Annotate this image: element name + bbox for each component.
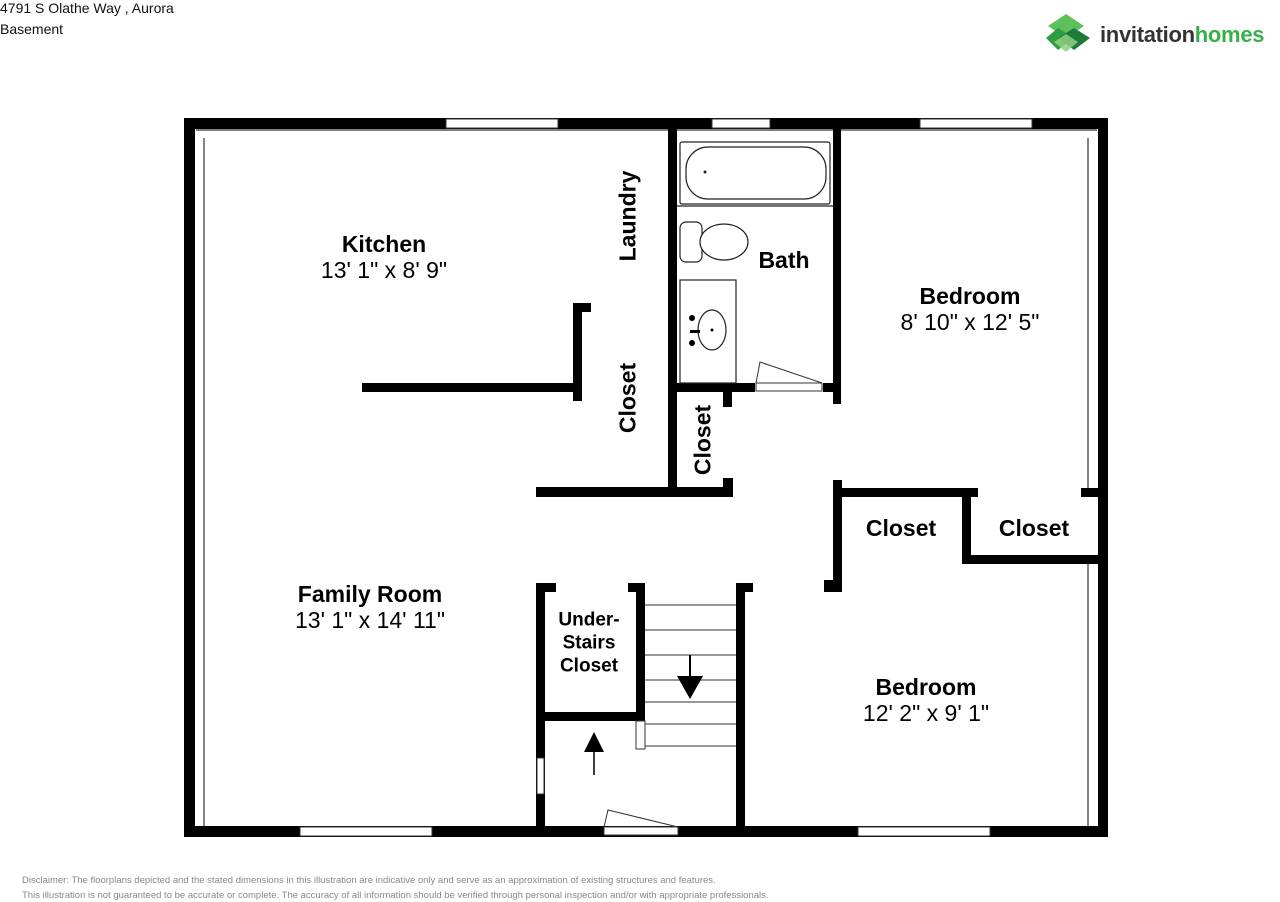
stairs-down-arrow-icon [677,655,703,699]
room-kitchen: Kitchen 13' 1" x 8' 9" [320,231,448,283]
floor-level: Basement [0,21,64,37]
bath-door [755,361,823,392]
interior-walls [362,129,1108,837]
room-family-room: Family Room 13' 1" x 14' 11" [294,581,446,633]
entry-door [603,809,679,836]
room-closet-bed2: Closet [998,515,1070,541]
room-bath: Bath [758,247,810,273]
room-closet-small: Closet [689,404,716,476]
logo-mark-icon [1046,14,1090,52]
bath-fixtures [677,141,833,384]
brand-logo: invitationhomes [1044,12,1280,58]
room-bedroom-bottom: Bedroom 12' 2" x 9' 1" [862,674,990,726]
disclaimer-line-1: Disclaimer: The floorplans depicted and … [22,875,716,886]
room-closet-hall: Closet [614,362,641,434]
stairs-up-arrow-icon [584,732,604,775]
windows [299,118,1033,837]
disclaimer-line-2: This illustration is not guaranteed to b… [22,890,769,901]
property-address: 4791 S Olathe Way , Aurora [0,0,174,16]
room-under-stairs-closet: Under- Stairs Closet [558,609,620,677]
room-laundry: Laundry [614,170,641,262]
room-closet-bed1: Closet [865,515,937,541]
exterior-walls [184,118,1108,837]
brand-name: invitationhomes [1100,22,1265,47]
room-bedroom-top: Bedroom 8' 10" x 12' 5" [900,283,1040,335]
